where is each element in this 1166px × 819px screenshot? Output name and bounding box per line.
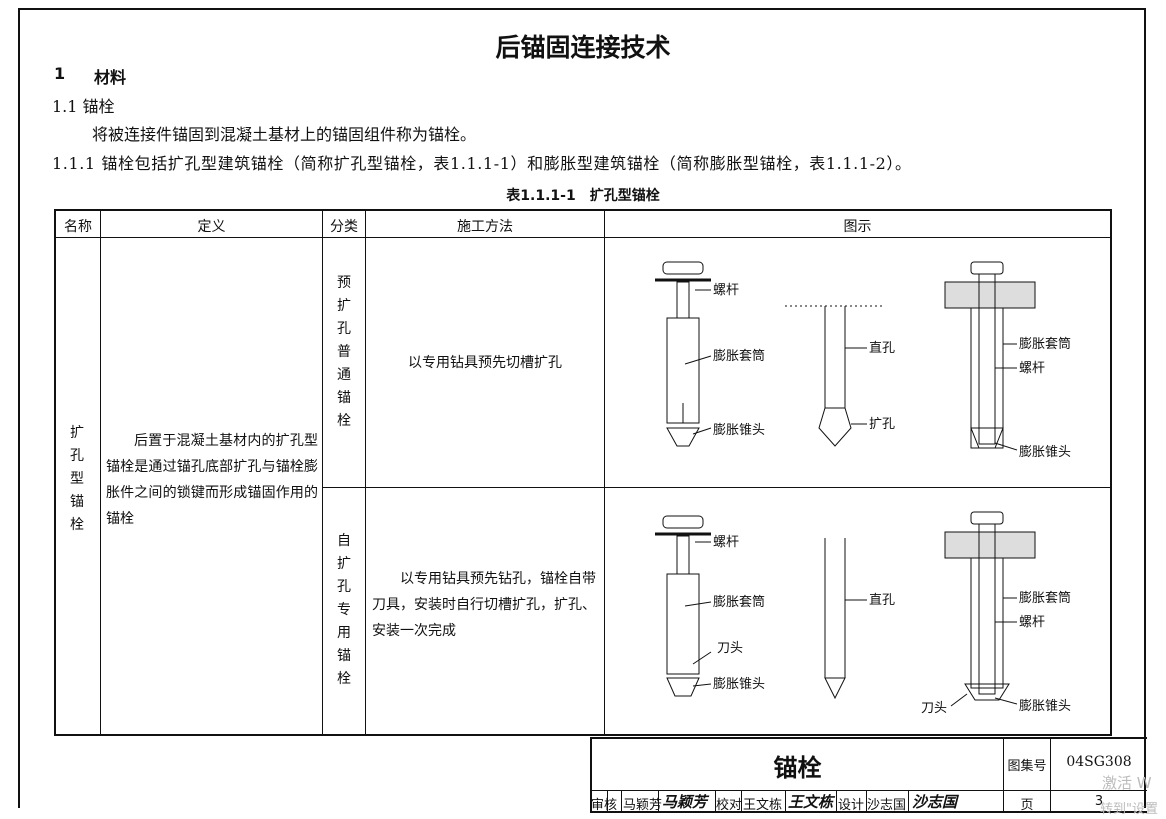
subsection-heading: 1.1 锚栓 [52,97,115,116]
header-method: 施工方法 [457,219,513,235]
checker-signature: 王文栋 [788,793,834,811]
atlas-number: 04SG308 [1066,754,1132,770]
drawing-name: 锚栓 [773,754,822,782]
label-screw-installed: 螺杆 [1019,615,1045,630]
header-definition: 定义 [197,219,226,235]
check-label: 校对 [716,798,743,813]
method-pre-reamed: 以专用钻具预先切槽扩孔 [408,355,562,371]
category-self-reaming: 自扩孔专用锚栓 [337,533,351,687]
designer-name: 沙志国 [867,798,907,813]
activation-watermark-line2: 转到"设置 [1100,802,1158,817]
page-number: 3 [1094,794,1104,809]
label-cone-installed: 膨胀锥头 [1019,445,1071,460]
label-cone: 膨胀锥头 [713,677,765,692]
anchor-type-name: 扩孔型锚栓 [70,425,84,533]
sheet-frame [18,8,1146,808]
label-reaming: 扩孔 [869,417,895,432]
label-screw: 螺杆 [713,535,739,550]
definition-paragraph: 将被连接件锚固到混凝土基材上的锚固组件称为锚栓。 [92,125,477,144]
review-label: 审核 [591,798,618,813]
reviewer-name: 马颖芳 [623,798,663,813]
label-cone: 膨胀锥头 [713,423,765,438]
activation-watermark-line1: 激活 W [1102,774,1152,792]
label-cutter: 刀头 [717,641,743,656]
clause-paragraph: 1.1.1 锚栓包括扩孔型建筑锚栓（简称扩孔型锚栓，表1.1.1-1）和膨胀型建… [52,154,912,173]
label-sleeve-installed: 膨胀套筒 [1019,336,1071,352]
anchor-definition: 后置于混凝土基材内的扩孔型锚栓是通过锚孔底部扩孔与锚栓膨胀件之间的锁键而形成锚固… [106,433,318,527]
atlas-number-label: 图集号 [1007,759,1047,774]
header-illustration: 图示 [843,219,872,235]
self-reaming-anchor-diagram: 螺杆 膨胀套筒 刀头 膨胀锥头 直孔 膨胀套筒 螺杆 刀头 膨胀锥头 [655,511,1071,716]
label-screw: 螺杆 [713,283,739,298]
label-sleeve-installed: 膨胀套筒 [1019,590,1071,606]
table-caption: 表1.1.1-1 扩孔型锚栓 [506,188,660,204]
checker-name: 王文栋 [743,798,783,813]
design-label: 设计 [838,798,865,813]
designer-signature: 沙志国 [912,793,958,811]
label-sleeve: 膨胀套筒 [713,348,765,364]
page-title: 后锚固连接技术 [495,33,671,62]
section-heading: 材料 [94,68,127,87]
page-label: 页 [1020,798,1034,813]
header-category: 分类 [330,219,358,235]
label-cutter-installed: 刀头 [921,701,947,716]
pre-reamed-anchor-diagram: 螺杆 膨胀套筒 膨胀锥头 直孔 扩孔 膨胀套筒 螺杆 膨胀锥头 [655,261,1071,460]
reviewer-signature: 马颖芳 [662,793,708,811]
label-straight-hole: 直孔 [869,341,895,356]
label-straight-hole: 直孔 [869,593,895,608]
label-cone-installed: 膨胀锥头 [1019,699,1071,714]
category-pre-reamed: 预扩孔普通锚栓 [337,275,351,429]
header-name: 名称 [64,219,92,235]
label-sleeve: 膨胀套筒 [713,594,765,610]
section-number: 1 [54,64,66,83]
label-screw-installed: 螺杆 [1019,361,1045,376]
method-self-reaming: 以专用钻具预先钻孔，锚栓自带刀具，安装时自行切槽扩孔，扩孔、安装一次完成 [372,571,596,639]
